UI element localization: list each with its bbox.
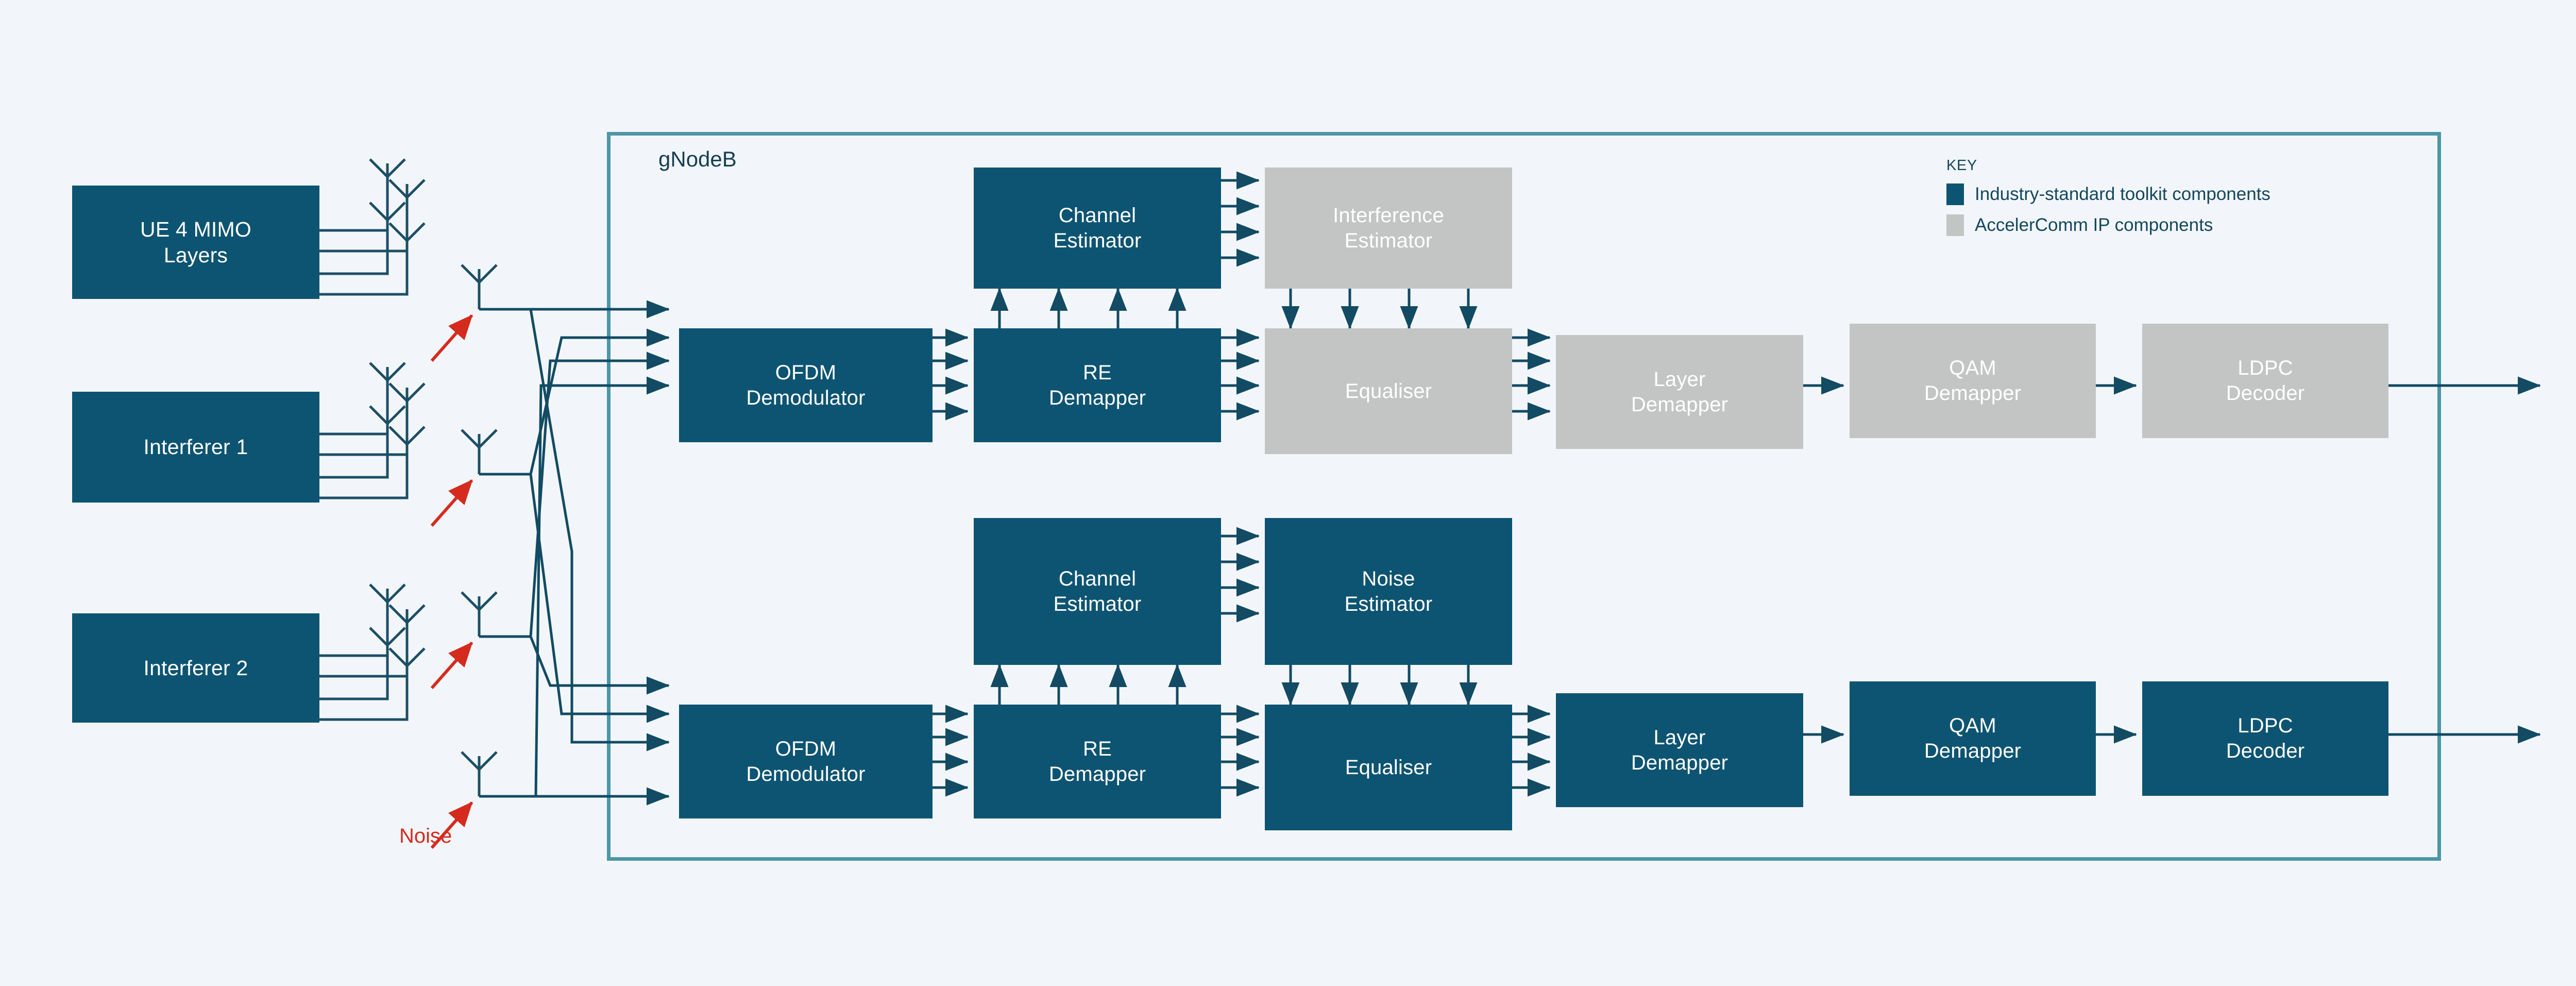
- block-label: Noise Estimator: [1344, 567, 1433, 615]
- source-label: Interferer 2: [143, 656, 248, 680]
- block-label: Channel Estimator: [1053, 204, 1142, 252]
- legend-item-accelercomm-ip: AccelerComm IP components: [1946, 214, 2270, 236]
- legend-swatch-blue-icon: [1946, 183, 1964, 205]
- gnodeb-boundary: [607, 132, 2441, 861]
- block-label: Equaliser: [1345, 756, 1432, 779]
- block-label: OFDM Demodulator: [746, 361, 866, 409]
- block-label: LDPC Decoder: [2226, 714, 2305, 762]
- chain-top-interference-estimator[interactable]: Interference Estimator: [1265, 168, 1512, 289]
- legend-item-label: AccelerComm IP components: [1975, 215, 2213, 235]
- legend-title: KEY: [1946, 157, 1977, 174]
- block-label: Layer Demapper: [1631, 367, 1728, 416]
- legend-item-industry-standard: Industry-standard toolkit components: [1946, 183, 2270, 205]
- block-label: QAM Demapper: [1924, 357, 2022, 405]
- chain-bottom-ofdm-demodulator[interactable]: OFDM Demodulator: [679, 705, 933, 818]
- chain-bottom-re-demapper[interactable]: RE Demapper: [974, 705, 1221, 818]
- chain-top-ofdm-demodulator[interactable]: OFDM Demodulator: [679, 328, 933, 442]
- block-label: Interference Estimator: [1333, 204, 1444, 252]
- block-label: Equaliser: [1345, 379, 1432, 403]
- legend: KEY Industry-standard toolkit components…: [1946, 157, 2270, 236]
- chain-bottom-ldpc-decoder[interactable]: LDPC Decoder: [2142, 681, 2388, 796]
- chain-top-qam-demapper[interactable]: QAM Demapper: [1850, 324, 2096, 438]
- chain-top-re-demapper[interactable]: RE Demapper: [974, 328, 1221, 442]
- block-label: LDPC Decoder: [2226, 357, 2305, 405]
- block-label: RE Demapper: [1048, 361, 1146, 409]
- chain-bottom-qam-demapper[interactable]: QAM Demapper: [1850, 681, 2096, 796]
- block-label: QAM Demapper: [1924, 714, 2022, 762]
- chain-top-equaliser[interactable]: Equaliser: [1265, 328, 1512, 454]
- block-label: Layer Demapper: [1631, 726, 1728, 774]
- source-block-interferer-1[interactable]: Interferer 1: [72, 392, 319, 503]
- chain-bottom-layer-demapper[interactable]: Layer Demapper: [1556, 693, 1803, 807]
- legend-swatch-grey-icon: [1946, 214, 1964, 236]
- chain-bottom-equaliser[interactable]: Equaliser: [1265, 705, 1512, 830]
- source-label: Interferer 1: [143, 435, 248, 459]
- block-label: Channel Estimator: [1053, 567, 1142, 615]
- source-label: UE 4 MIMO Layers: [140, 217, 251, 267]
- gnodeb-label: gNodeB: [658, 147, 737, 171]
- source-block-interferer-2[interactable]: Interferer 2: [72, 613, 319, 723]
- block-label: OFDM Demodulator: [746, 737, 866, 786]
- chain-top-ldpc-decoder[interactable]: LDPC Decoder: [2142, 324, 2388, 438]
- chain-top-layer-demapper[interactable]: Layer Demapper: [1556, 335, 1803, 449]
- block-label: RE Demapper: [1048, 737, 1146, 786]
- chain-bottom-channel-estimator[interactable]: Channel Estimator: [974, 518, 1221, 665]
- source-block-ue-4-mimo-layers[interactable]: UE 4 MIMO Layers: [72, 186, 319, 299]
- legend-item-label: Industry-standard toolkit components: [1975, 184, 2270, 204]
- noise-label: Noise: [399, 825, 452, 847]
- chain-bottom-noise-estimator[interactable]: Noise Estimator: [1265, 518, 1512, 665]
- chain-top-channel-estimator[interactable]: Channel Estimator: [974, 168, 1221, 289]
